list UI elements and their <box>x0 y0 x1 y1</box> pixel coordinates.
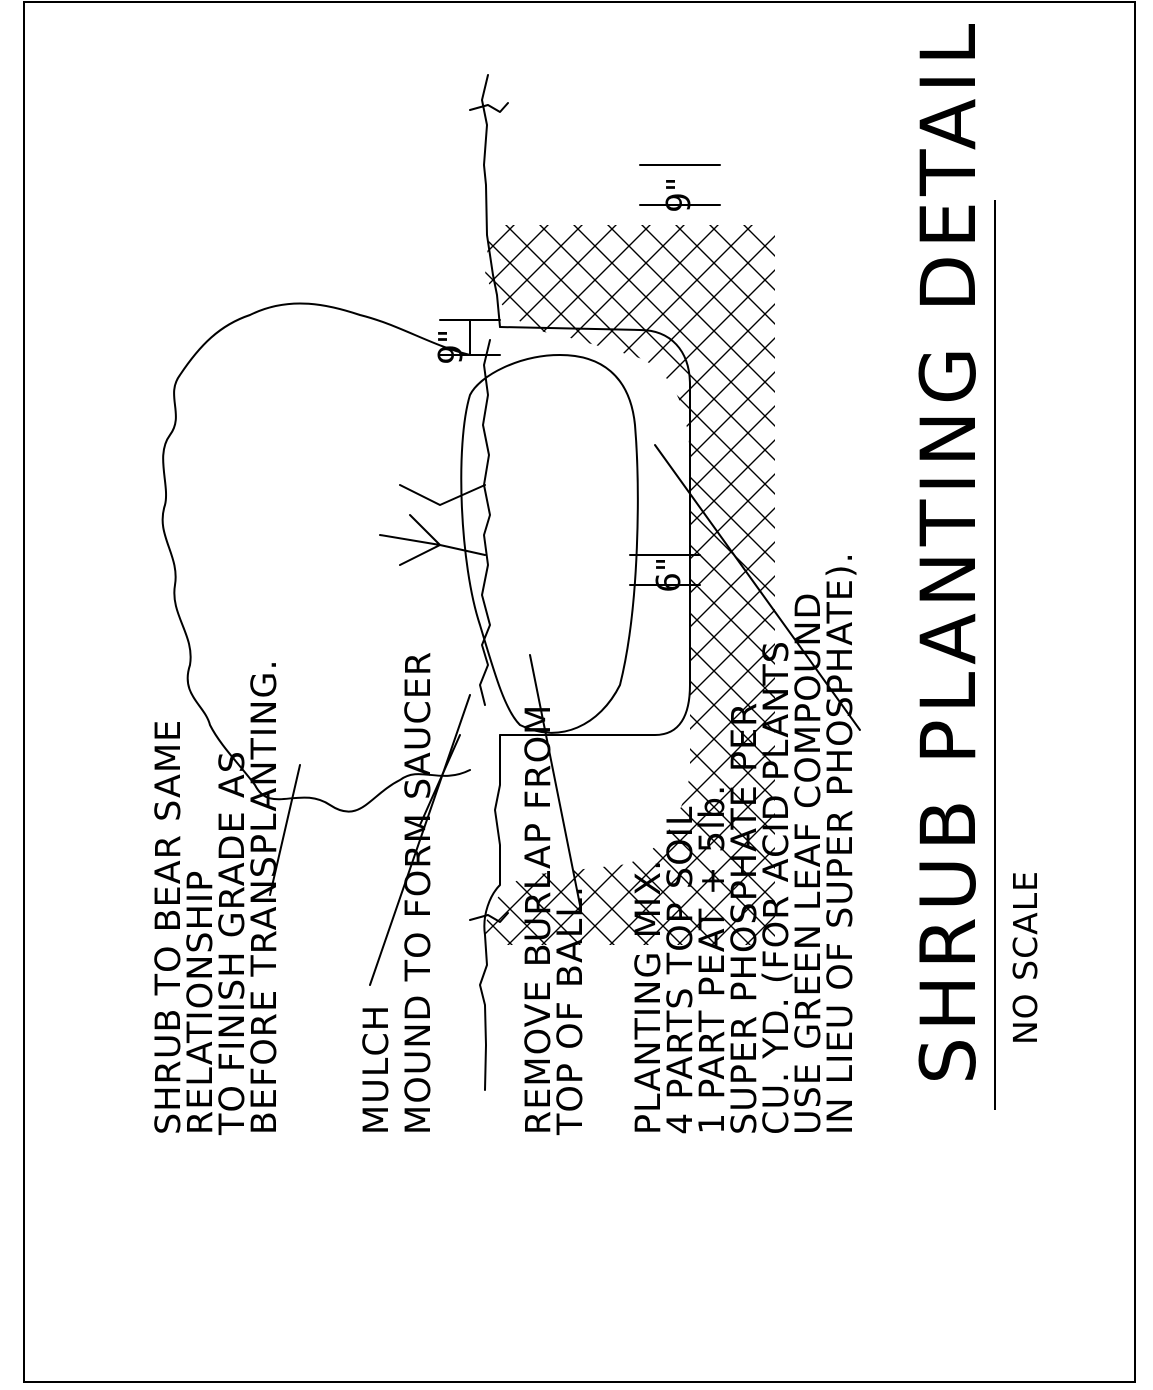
dim-saucer-depth: 9" <box>431 319 501 365</box>
note-burlap: REMOVE BURLAP FROM TOP OF BALL. <box>519 691 591 1136</box>
dim-saucer-depth-label: 9" <box>431 329 470 365</box>
grade-line <box>479 74 501 1091</box>
root-ball <box>460 354 639 734</box>
leader-mound <box>419 734 461 826</box>
dim-side-clearance: 9" <box>639 164 721 213</box>
soil-hatch <box>484 225 775 945</box>
leader-burlap <box>529 654 581 906</box>
note-mound: MOUND TO FORM SAUCER <box>399 651 439 1135</box>
grade-break-right <box>469 102 509 113</box>
dim-side-clearance-label: 9" <box>659 177 698 213</box>
leader-shrub <box>269 764 301 896</box>
note-mulch: MULCH <box>357 1004 397 1135</box>
leader-mix <box>654 444 861 731</box>
dim-below-ball-label: 6" <box>649 557 688 593</box>
note-planting-mix: PLANTING MIX. 4 PARTS TOP SOIL 1 PART PE… <box>629 551 861 1135</box>
shrub-canopy <box>161 302 471 813</box>
leader-mulch <box>369 694 471 986</box>
drawing-title: SHRUB PLANTING DETAIL <box>904 19 993 1085</box>
sheet-border <box>23 1 1136 1383</box>
shrub-stem <box>379 484 486 566</box>
dim-below-ball: 6" <box>629 554 701 593</box>
mulch-layer <box>479 339 491 706</box>
planting-pit <box>499 326 691 736</box>
grade-break-left <box>469 912 509 923</box>
note-shrub: SHRUB TO BEAR SAME RELATIONSHIP TO FINIS… <box>149 658 285 1136</box>
drawing-scale: NO SCALE <box>1006 870 1045 1045</box>
